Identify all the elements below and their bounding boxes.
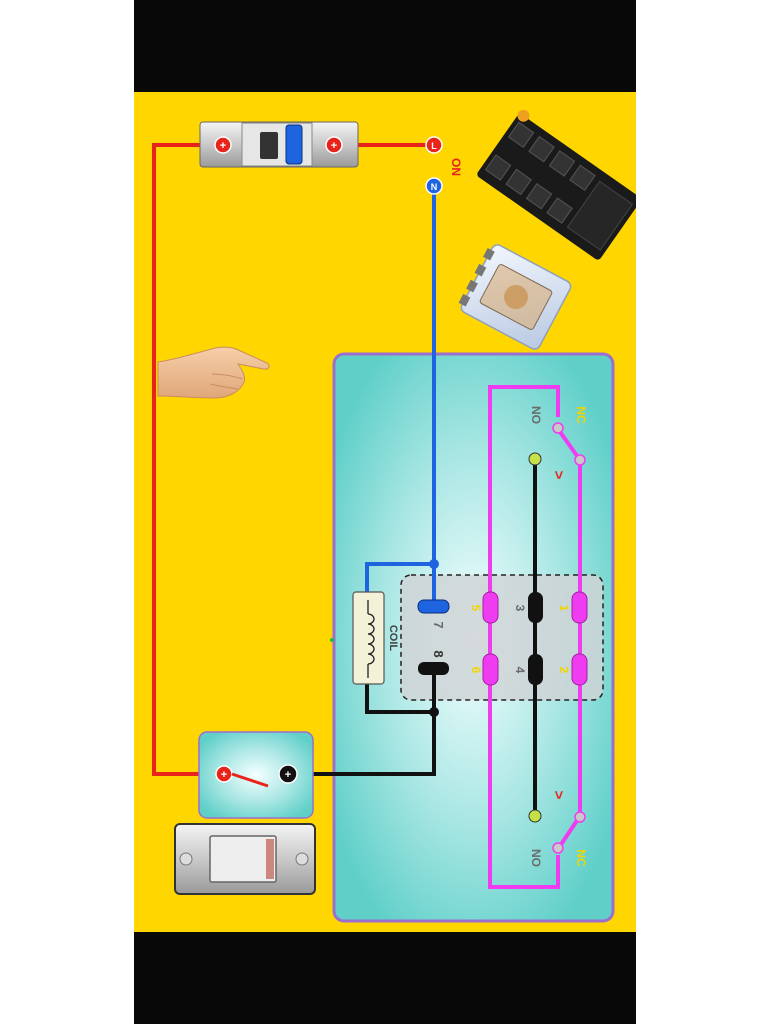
pin4-label: 4 — [513, 667, 527, 674]
no-label-top: NO — [529, 406, 543, 424]
on-label: ON — [449, 158, 463, 176]
pin3-terminal — [528, 592, 543, 623]
bottom-black-bar — [134, 932, 636, 1024]
pin6-terminal — [482, 653, 499, 686]
pin4-terminal — [528, 654, 543, 685]
nc-label-top: NC — [574, 406, 588, 424]
coil-icon — [352, 591, 385, 685]
live-wire-loop — [152, 143, 224, 776]
neutral-junction — [429, 559, 439, 569]
coil-indicator-dot — [330, 638, 334, 642]
nc-arm-top — [556, 427, 582, 462]
contact-loop-wire — [488, 385, 560, 889]
push-switch-icon — [198, 731, 314, 819]
hand-pointer-icon — [157, 346, 270, 399]
no-contact-bottom — [528, 809, 542, 823]
pin5-label: 5 — [469, 605, 483, 612]
neutral-terminal — [425, 177, 443, 195]
coil-label: COIL — [387, 625, 399, 652]
pin3-label: 3 — [513, 605, 527, 612]
nc-contact-top — [552, 422, 564, 434]
nc-contact-bottom — [552, 842, 564, 854]
breaker-terminal-right-label: + — [331, 140, 337, 152]
relay-icon — [458, 244, 572, 350]
relay-pin-base — [400, 574, 604, 701]
pin6-label: 6 — [469, 667, 483, 674]
pin5-terminal — [482, 591, 499, 624]
relay-pins — [417, 591, 588, 686]
top-black-bar — [134, 0, 636, 92]
breaker-terminal-left-label: + — [220, 140, 226, 152]
common-contact-top — [574, 454, 586, 466]
no-label-bottom: NO — [529, 849, 543, 867]
pin7-label: 7 — [431, 621, 446, 628]
switch-output-wire — [288, 666, 436, 776]
pin8-terminal — [418, 662, 449, 675]
switch-terminal-left-label: + — [221, 769, 227, 781]
pin1-label: 1 — [557, 605, 571, 612]
pin7-terminal — [417, 599, 450, 614]
no-contact-top — [528, 452, 542, 466]
relay-wiring-diagram: 7 8 5 6 3 4 1 2 NC NO NC NO > > COIL + +… — [152, 109, 636, 923]
nc-label-bottom: NC — [574, 849, 588, 867]
switch-terminal-right-label: + — [285, 769, 291, 781]
common-contact-bottom — [574, 811, 586, 823]
pin8-junction — [429, 707, 439, 717]
breaker-icon — [199, 121, 359, 168]
rocker-switch-icon[interactable] — [174, 823, 316, 895]
relay-socket-icon — [477, 109, 636, 260]
pin2-terminal — [571, 653, 588, 686]
arrow-bottom-icon: > — [550, 791, 567, 800]
live-terminal — [425, 136, 443, 154]
coil-neutral-wire — [365, 562, 436, 612]
neutral-terminal-label: N — [431, 182, 438, 192]
pin8-label: 8 — [431, 650, 446, 657]
nc-arm-bottom — [556, 814, 582, 851]
live-terminal-label: L — [431, 141, 437, 151]
arrow-top-icon: > — [550, 471, 567, 480]
pin1-terminal — [571, 591, 588, 624]
diagram-stage: 7 8 5 6 3 4 1 2 NC NO NC NO > > COIL + +… — [134, 92, 636, 932]
pin2-label: 2 — [557, 667, 571, 674]
coil-return-wire — [365, 680, 434, 714]
